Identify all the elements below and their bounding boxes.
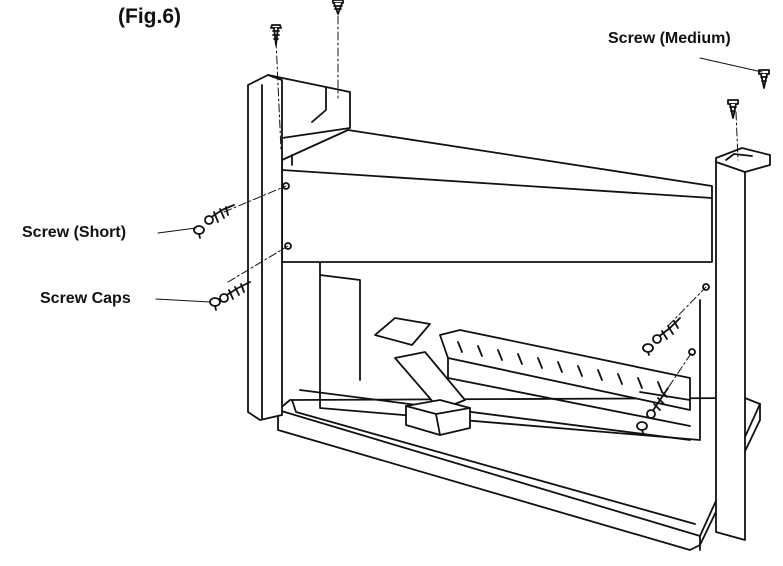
right-leg — [715, 147, 771, 541]
screw-top-right-a — [727, 99, 739, 119]
screw-cap-right-a — [642, 343, 654, 356]
screw-right-lower — [646, 387, 669, 419]
leader-lines — [155, 57, 763, 303]
pedal — [374, 317, 471, 436]
screw-top-center — [332, 0, 344, 15]
screw-cap-left-b — [209, 297, 221, 311]
screw-icon — [193, 0, 770, 434]
screw-top-left — [270, 24, 282, 46]
screw-holes — [282, 182, 710, 356]
label-screw-medium: Screw (Medium) — [608, 30, 731, 47]
guide-lines — [223, 15, 739, 401]
back-panel — [299, 257, 701, 441]
front-beam — [281, 129, 713, 263]
screw-top-right-b — [758, 69, 770, 89]
screw-cap-right-b — [636, 421, 648, 434]
pedal-rack — [439, 329, 691, 427]
label-screw-short: Screw (Short) — [22, 224, 127, 241]
label-screw-caps: Screw Caps — [40, 290, 131, 307]
screw-right-upper — [652, 317, 681, 344]
screw-long-left — [219, 281, 251, 303]
screw-short-left — [204, 204, 235, 225]
figure-title: (Fig.6) — [118, 5, 181, 28]
base-board — [277, 397, 761, 551]
left-leg — [247, 74, 351, 421]
